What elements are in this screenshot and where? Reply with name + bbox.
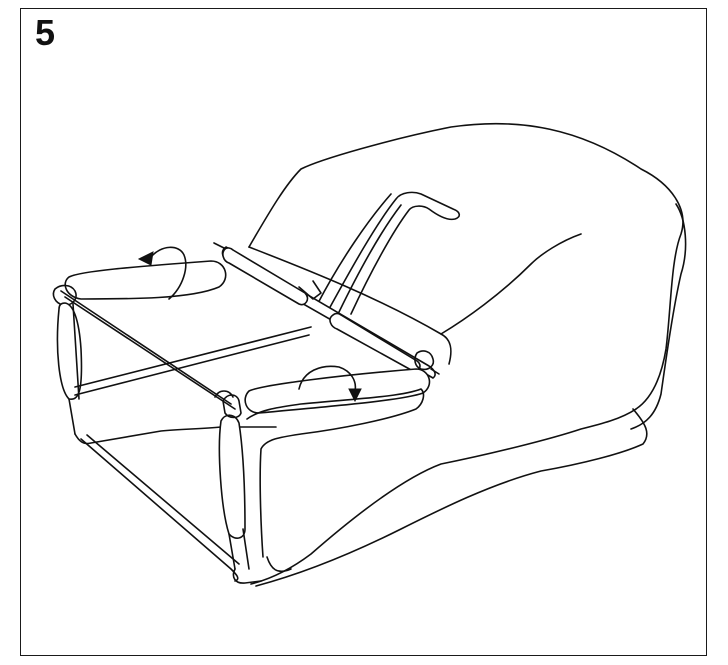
bag-top-outline xyxy=(248,122,684,410)
frame-bottom xyxy=(74,426,277,445)
left-roll xyxy=(64,260,227,300)
frame-right-post xyxy=(218,414,246,539)
handle-inner xyxy=(338,204,402,313)
handle xyxy=(328,191,461,315)
bag-front-fold xyxy=(248,246,452,365)
bag-side-bottom xyxy=(255,408,648,587)
handle-bar-left xyxy=(316,193,392,306)
frame-top-rod xyxy=(60,290,232,405)
bag-crease xyxy=(440,233,582,335)
step-number: 5 xyxy=(35,12,56,53)
bag-front-edge xyxy=(246,388,425,558)
frame-left-post xyxy=(56,302,83,400)
right-roll xyxy=(244,368,431,414)
rear-rod-tip xyxy=(213,242,227,250)
grass-catcher-illustration xyxy=(52,122,687,587)
rotate-arrow-icon xyxy=(150,246,187,300)
bag-side-lower xyxy=(250,408,637,585)
rotate-arrow-icon xyxy=(298,365,357,392)
bag-back-edge xyxy=(630,203,687,430)
instruction-panel: 5 xyxy=(20,8,707,656)
frame-mid-rod xyxy=(74,326,312,388)
